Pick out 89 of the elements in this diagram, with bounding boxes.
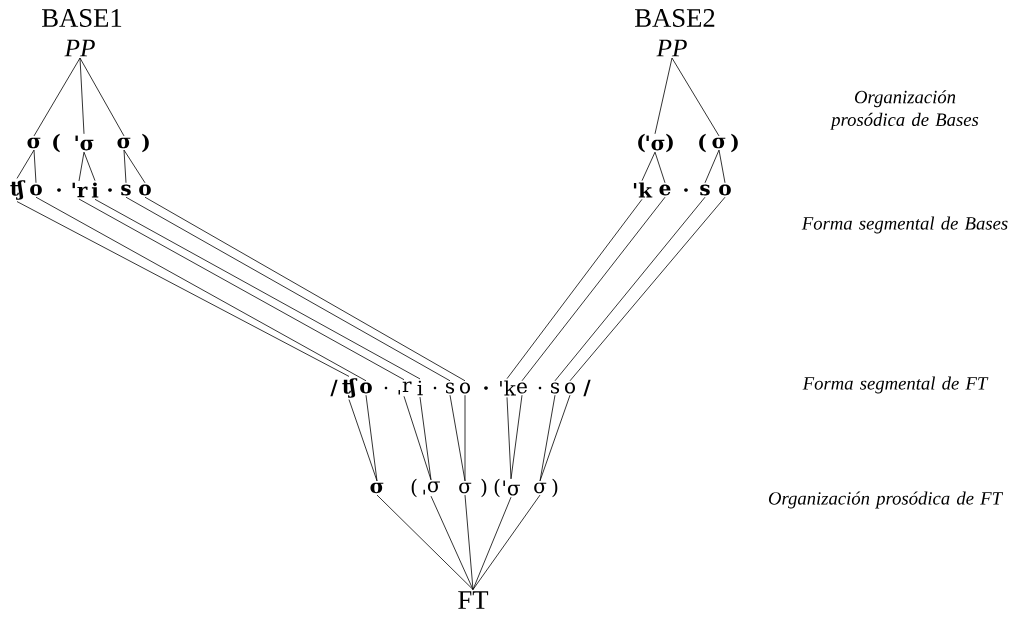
tree-line: [365, 394, 378, 482]
syllable-symbol: σ: [712, 137, 726, 149]
segment-letter: o: [565, 382, 575, 394]
syllable-dot: .: [57, 188, 61, 192]
base-label: BASE1: [42, 9, 122, 27]
tree-line: [704, 149, 720, 184]
tree-line: [78, 151, 85, 182]
tree-line: [79, 57, 125, 137]
tree-line: [671, 57, 720, 137]
tree-line: [430, 495, 474, 590]
segment-letter: s: [551, 382, 560, 394]
syllable-symbol: σ: [459, 482, 472, 494]
tree-line: [123, 149, 127, 184]
slash: /: [583, 379, 591, 397]
tree-line: [79, 57, 85, 135]
tree-line: [464, 494, 474, 590]
level-label: Organización prosódica de Bases: [830, 90, 979, 130]
tree-line: [16, 149, 35, 179]
root-label: FT: [458, 591, 489, 609]
segment-letter: o: [360, 382, 372, 394]
tree-line: [464, 394, 466, 482]
tree-line: [376, 494, 474, 590]
bracket: ): [142, 133, 149, 153]
slash: /: [330, 379, 338, 397]
syllable-symbol: σ: [534, 482, 547, 494]
segment-letter: ʧ: [342, 378, 358, 398]
level-label: Organización prosódica de FT: [768, 491, 1004, 509]
syllable-dot: .: [433, 386, 437, 390]
base-label: BASE2: [635, 9, 715, 27]
segment-letter: s: [446, 382, 455, 394]
bracket: (: [494, 478, 500, 498]
segment-letter: s: [700, 184, 710, 196]
segment-letter: o: [30, 184, 42, 196]
level-label: Forma segmental de FT: [802, 376, 989, 394]
segment-letter: ʧ: [10, 180, 26, 200]
tree-line: [510, 394, 523, 480]
phrase-label: PP: [656, 39, 687, 57]
syllable-symbol: 'σ: [75, 135, 94, 151]
tree-line: [539, 394, 571, 482]
bracket: ): [731, 133, 738, 153]
segment-letter: e: [517, 382, 527, 394]
syllable-symbol: 'σ: [503, 480, 520, 496]
syllable-dot: .: [384, 386, 388, 390]
syllable-symbol: σ: [117, 137, 131, 149]
segment-letter: 'r: [72, 182, 88, 198]
bracket: ): [552, 478, 558, 498]
level-label: Forma segmental de Bases: [801, 216, 1008, 234]
segment-letter: 'k: [633, 182, 653, 198]
bracket: (: [638, 133, 645, 153]
tree-line: [506, 396, 512, 480]
syllable-symbol: ˌσ: [423, 481, 440, 495]
tree-line: [521, 196, 666, 382]
tree-line: [569, 196, 726, 382]
tree-line: [654, 151, 666, 184]
bracket: (: [411, 478, 417, 498]
syllable-symbol: σ: [27, 137, 41, 149]
segment-letter: o: [460, 382, 470, 394]
segment-letter: e: [659, 184, 671, 196]
syllable-dot: .: [484, 386, 488, 390]
tree-line: [554, 196, 706, 382]
segment-letter: s: [121, 184, 131, 196]
tree-line: [419, 396, 432, 481]
tree-line: [83, 151, 96, 182]
segment-letter: i: [91, 182, 99, 198]
bracket: ): [481, 478, 487, 498]
segment-letter: o: [139, 184, 151, 196]
tree-line: [348, 399, 378, 482]
segment-letter: o: [719, 184, 731, 196]
tree-line: [718, 149, 726, 184]
syllable-symbol: σ: [370, 482, 384, 494]
syllable-symbol: 'σ: [646, 135, 665, 151]
tree-line: [123, 149, 146, 184]
syllable-dot: .: [538, 386, 542, 390]
segment-letter: 'k: [500, 380, 516, 396]
syllable-dot: .: [684, 188, 688, 192]
bracket: (: [699, 133, 706, 153]
bracket: ): [666, 133, 673, 153]
tree-line: [33, 57, 81, 137]
tree-line: [472, 494, 541, 590]
syllable-dot: .: [108, 188, 112, 192]
bracket: (: [53, 133, 60, 153]
tree-line: [506, 198, 643, 380]
tree-line: [472, 496, 512, 590]
tree-line: [654, 57, 673, 135]
segment-letter: ˌr: [398, 381, 412, 395]
tree-line: [33, 149, 37, 184]
tree-line: [641, 151, 656, 182]
phrase-label: PP: [64, 39, 95, 57]
segment-letter: i: [417, 380, 423, 396]
